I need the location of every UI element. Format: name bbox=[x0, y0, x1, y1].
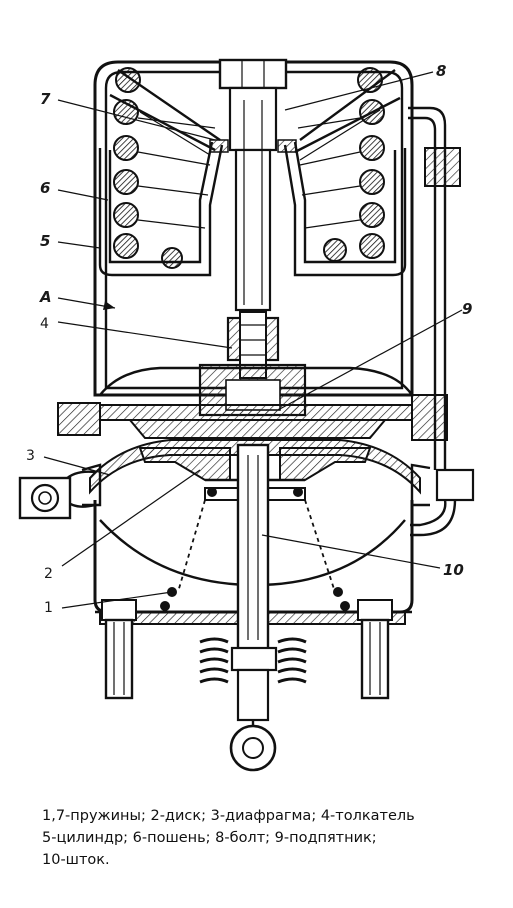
label-a: А bbox=[39, 288, 52, 306]
clamp-bolt bbox=[18, 476, 72, 520]
label-6: 6 bbox=[40, 179, 50, 197]
label-1: 1 bbox=[44, 600, 53, 616]
pusher bbox=[198, 311, 307, 417]
piston bbox=[98, 141, 407, 277]
label-8: 8 bbox=[436, 62, 446, 80]
brake-chamber-diagram: 8 7 6 5 А 4 9 3 2 10 1 bbox=[18, 58, 475, 772]
label-3: 3 bbox=[26, 448, 35, 464]
spring-coils-left bbox=[113, 67, 183, 269]
label-10: 10 bbox=[443, 561, 464, 579]
label-2: 2 bbox=[44, 566, 53, 582]
label-5: 5 bbox=[40, 232, 50, 250]
spring-coils-right bbox=[323, 67, 385, 262]
spring-wire-lines bbox=[137, 117, 361, 229]
rod bbox=[229, 443, 278, 772]
leader-lines bbox=[43, 71, 463, 609]
mounting-studs bbox=[101, 599, 393, 700]
air-port-upper bbox=[57, 394, 448, 441]
boot-spring bbox=[199, 637, 307, 684]
bolt bbox=[209, 58, 297, 312]
caption-line: 5-цилиндр; 6-пошень; 8-болт; 9-подпятник… bbox=[42, 830, 377, 846]
label-9: 9 bbox=[462, 300, 472, 318]
external-tube bbox=[408, 106, 475, 537]
label-4: 4 bbox=[40, 316, 49, 332]
label-7: 7 bbox=[40, 90, 51, 108]
caption-line: 1,7-пружины; 2-диск; 3-диафрагма; 4-толк… bbox=[42, 808, 415, 824]
legend-caption: 1,7-пружины; 2-диск; 3-диафрагма; 4-толк… bbox=[42, 805, 502, 871]
caption-line: 10-шток. bbox=[42, 852, 110, 868]
